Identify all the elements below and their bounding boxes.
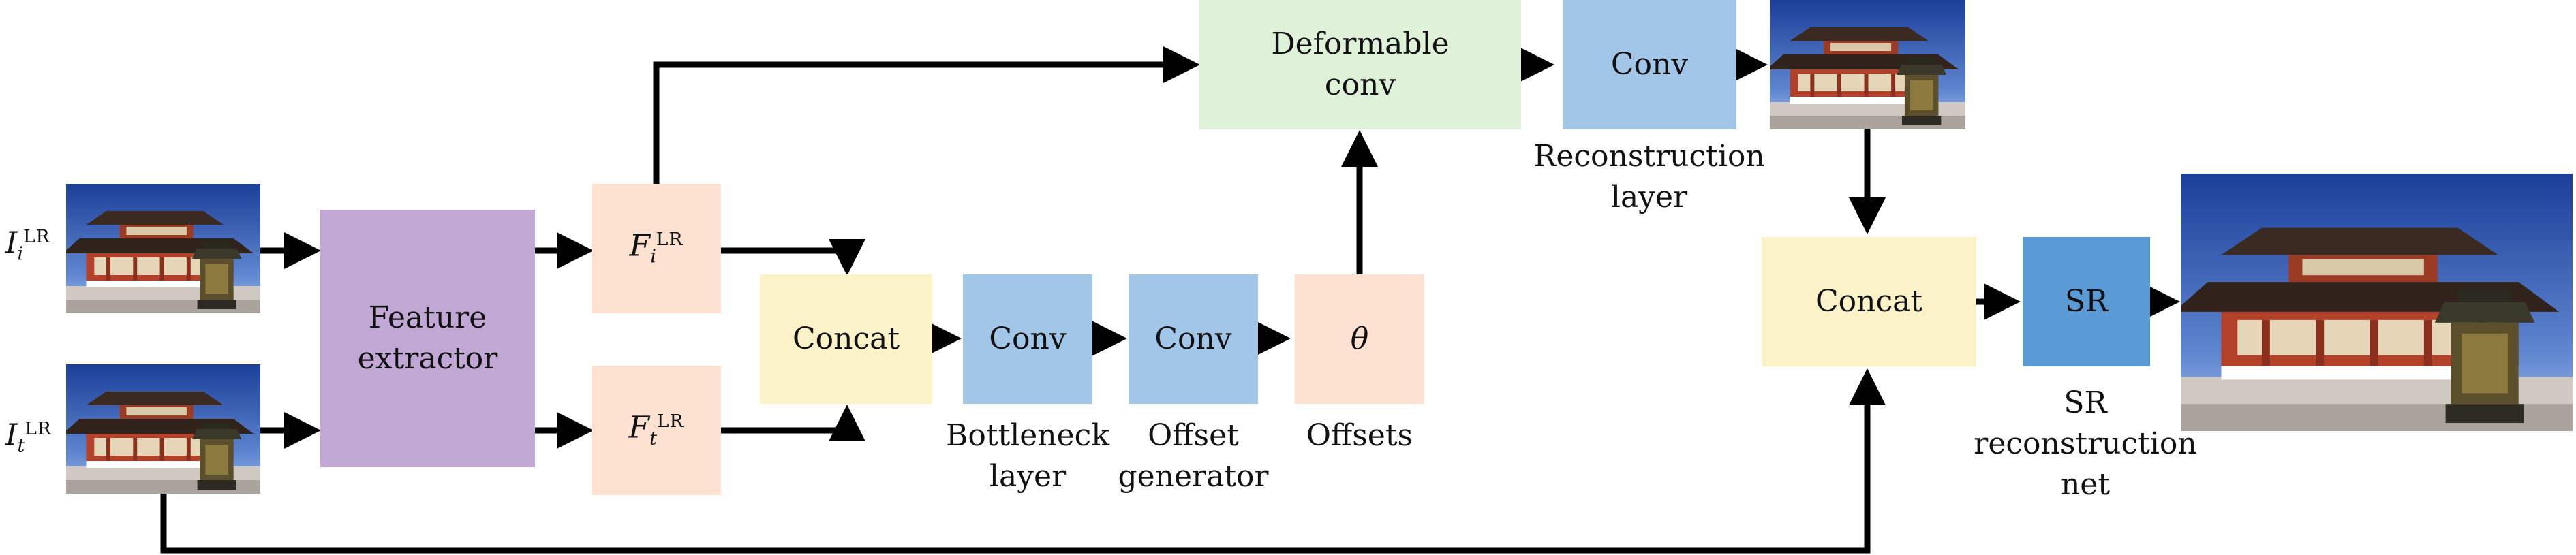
arrow-feat-t-to-concat: [721, 405, 865, 441]
input-image-i: [66, 184, 260, 313]
sr-box: SR: [2023, 237, 2150, 366]
feature-map-t-box: FtLR: [592, 366, 721, 495]
feature-extractor-line2: extractor: [357, 341, 498, 376]
feature-extractor-box: Feature extractor: [320, 210, 535, 467]
arrow-feat-i-to-deformable: [653, 46, 1200, 184]
input-i-label: IiLR: [5, 225, 50, 265]
concat-box-1: Concat: [760, 274, 932, 404]
output-sr-image: [2181, 174, 2573, 431]
reconstruction-conv-box: Conv: [1563, 0, 1736, 129]
arrow-input-t-skip-to-concat2: [160, 368, 1886, 554]
offsets-theta-box: θ: [1295, 274, 1424, 404]
aligned-image: [1770, 0, 1965, 129]
input-image-t: [66, 364, 260, 494]
bottleneck-conv-box: Conv: [963, 274, 1092, 404]
feature-map-i-box: FiLR: [592, 184, 721, 313]
input-t-label: ItLR: [5, 417, 52, 457]
feature-extractor-line1: Feature: [368, 300, 487, 335]
offsets-label: Offsets: [1306, 418, 1413, 453]
arrow-feat-i-to-concat: [721, 239, 865, 276]
concat-box-2: Concat: [1762, 237, 1976, 366]
offset-generator-conv-box: Conv: [1129, 274, 1258, 404]
